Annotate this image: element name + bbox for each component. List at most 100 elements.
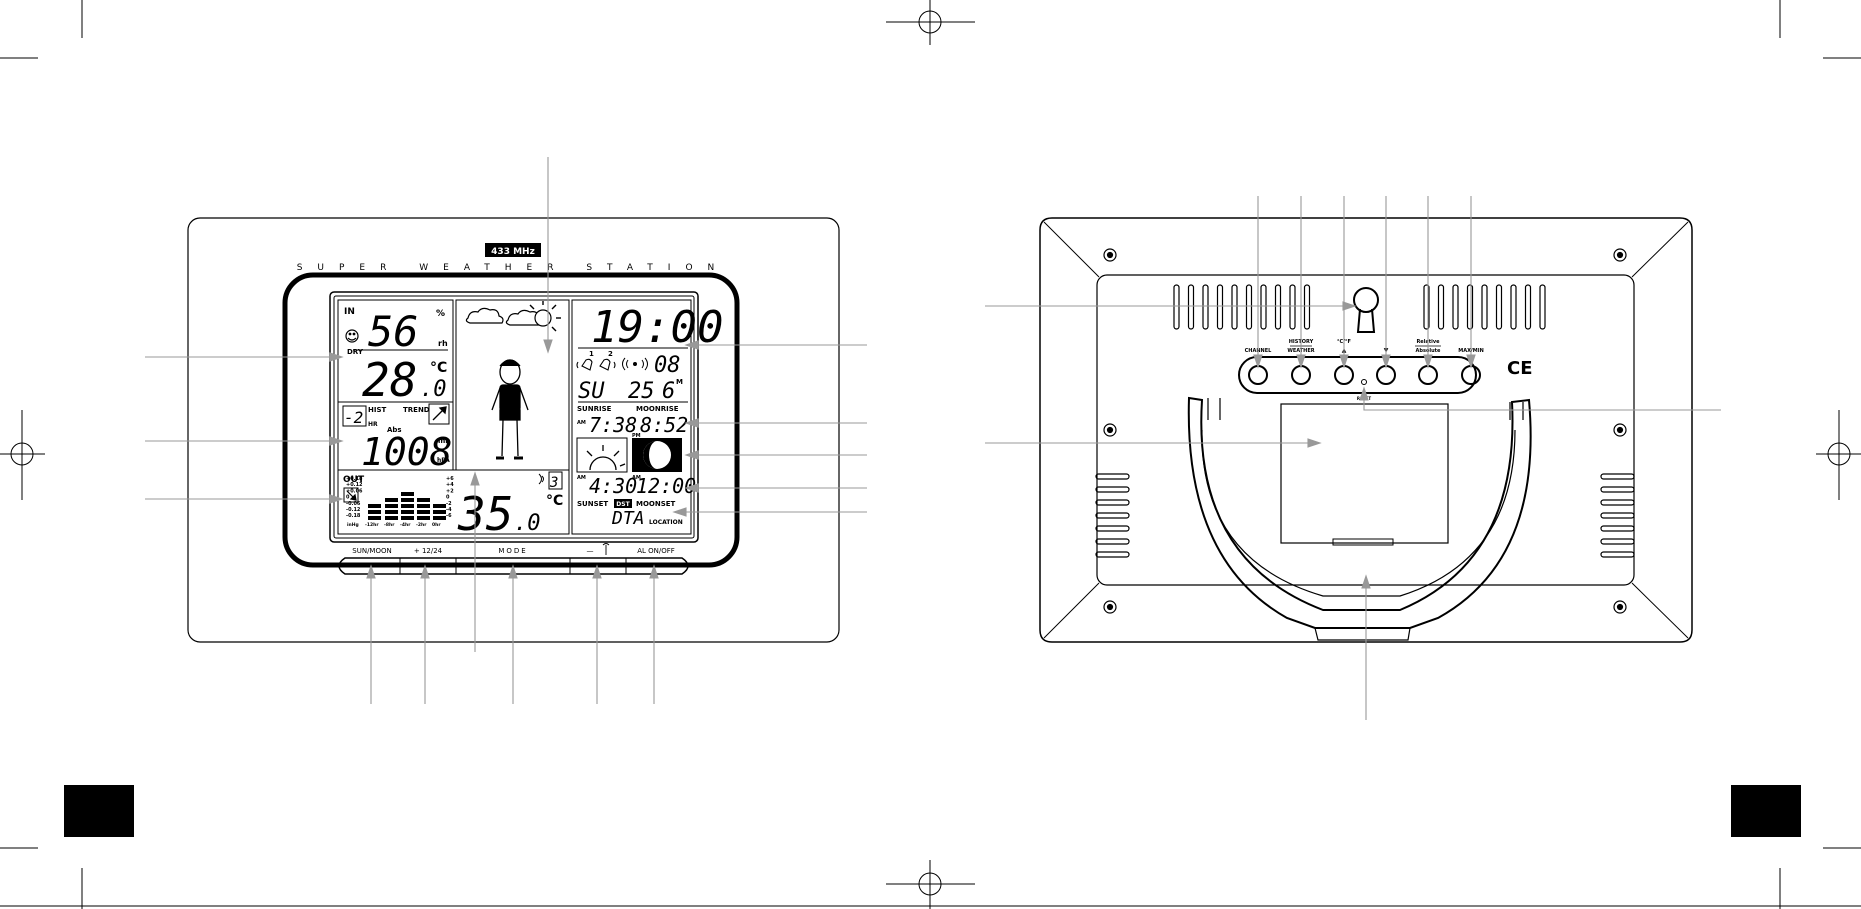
comfort-label: DRY [347,348,364,356]
clock-month: 6 [662,379,675,404]
wall-mount-keyhole-icon [1353,287,1379,333]
bar-left-label: -0.12 [346,507,361,513]
vent-slot [1481,284,1488,330]
moonset-label: MOONSET [636,500,676,508]
channel-box [548,471,563,490]
vent-slot [1524,284,1532,330]
vent-slot [1216,284,1224,330]
weather-boy-figure-icon [491,359,529,460]
back-buttons [1248,365,1481,385]
alarm-2-label: 2 [608,350,613,358]
mode-button[interactable]: MODE [498,547,527,555]
vent-slot [1600,473,1635,480]
registration-mark-top [886,0,975,45]
bar-left-label: +0.12 [346,482,363,488]
bar-right-label: +6 [446,476,454,482]
page-tab-left [64,785,134,837]
bar-right-label: +2 [446,488,454,494]
stand-bracket [1187,396,1532,641]
vent-slot [1095,499,1130,506]
vent-slot [1495,284,1503,330]
bar-segment [368,510,381,514]
vent-slot [1202,284,1209,330]
ce-mark: CE [1507,358,1533,379]
bar-segment [385,510,398,514]
display-housing [282,272,740,568]
bar-segment [368,516,381,520]
sun-moon-button[interactable]: SUN/MOON [352,547,391,555]
vent-slot [1437,284,1445,330]
bar-right-label: 0 [446,495,450,501]
outdoor-temperature-unit: °C [546,493,563,509]
clock-month-day: 25 [628,379,655,404]
vent-slot [1095,473,1130,480]
signal-wave-icon [538,473,544,485]
moon-phase-icon [643,441,671,469]
sun-icon-box [576,437,628,473]
vent-slot [1095,538,1130,545]
alarm-on-off-button[interactable]: AL ON/OFF [637,547,675,555]
bar-segment [401,492,414,496]
sunset-time: 4:30 [589,474,637,498]
outdoor-trend-box [343,487,359,503]
pressure-trend-box [428,403,450,425]
bar-left-label: +0.18 [346,476,363,482]
lcd-right-panel [571,299,692,535]
moon-pm: PM [632,433,641,439]
minus-button[interactable]: — [587,547,594,555]
back-view: CHANNEL HISTORY WEATHER °C/°F ▲ ▼ Relati… [985,196,1721,720]
pressure-bar-graph: +0.18+0.12+0.060-0.06-0.12-0.18 +6+4+20-… [346,476,454,528]
front-callouts [145,157,867,704]
pressure-hr-label: HR [368,421,378,428]
bar-x-label: inHg [347,522,359,528]
top-vents [1173,284,1546,330]
clock-weekday: SU [578,379,605,404]
bar-segment [385,498,398,502]
bar-segment [433,516,446,520]
indoor-temperature: 28 [362,353,417,407]
bar-right-label: -6 [446,513,452,519]
pressure-value: 1008 [361,430,453,474]
vent-slot [1303,284,1311,330]
vent-slot [1173,284,1180,330]
pressure-history-label: HIST [368,406,387,414]
pressure-trend-label: TREND [403,406,430,414]
sunrise-ampm: AM [577,420,586,426]
front-button-row: SUN/MOON + 12/24 MODE — AL ON/OFF [338,543,689,575]
vent-slot [1600,538,1635,545]
bar-right-label: -4 [446,507,452,513]
outdoor-label: OUT [343,475,365,485]
frequency-badge-box [485,243,541,257]
vent-slot [1095,525,1130,532]
registration-mark-left [0,410,45,500]
bar-segment [385,516,398,520]
vent-slot [1245,284,1253,330]
registration-mark-right [1816,410,1861,500]
vent-slot [1095,486,1130,493]
vent-slot [1187,284,1195,330]
outdoor-temperature: 35 [457,487,513,541]
vent-slot [1600,525,1635,532]
sunrise-label: SUNRISE [577,405,612,413]
bar-segment [385,504,398,508]
sunset-ampm: AM [577,475,586,481]
clock-date: 08 [654,353,681,378]
location-code: DTA [611,508,645,529]
bar-segment [417,498,430,502]
bar-segment [401,498,414,502]
sunset-label: SUNSET [577,500,608,508]
moonset-ampm: AM [632,475,641,481]
moonrise-label: MOONRISE [636,405,679,413]
bar-left-label: -0.18 [346,513,361,519]
trend-arrow-down-icon [346,490,357,501]
outdoor-temperature-decimal: .0 [514,511,541,536]
trend-arrow-up-icon [432,406,447,421]
bar-segment [401,510,414,514]
reset-button[interactable] [1361,379,1367,385]
radio-signal-icon [622,357,648,371]
forecast-cloud-sun-icon [465,301,561,332]
bar-x-label: -8hr [384,522,395,528]
plus-12-24-button[interactable]: + 12/24 [414,547,443,555]
vent-slot [1452,284,1459,330]
